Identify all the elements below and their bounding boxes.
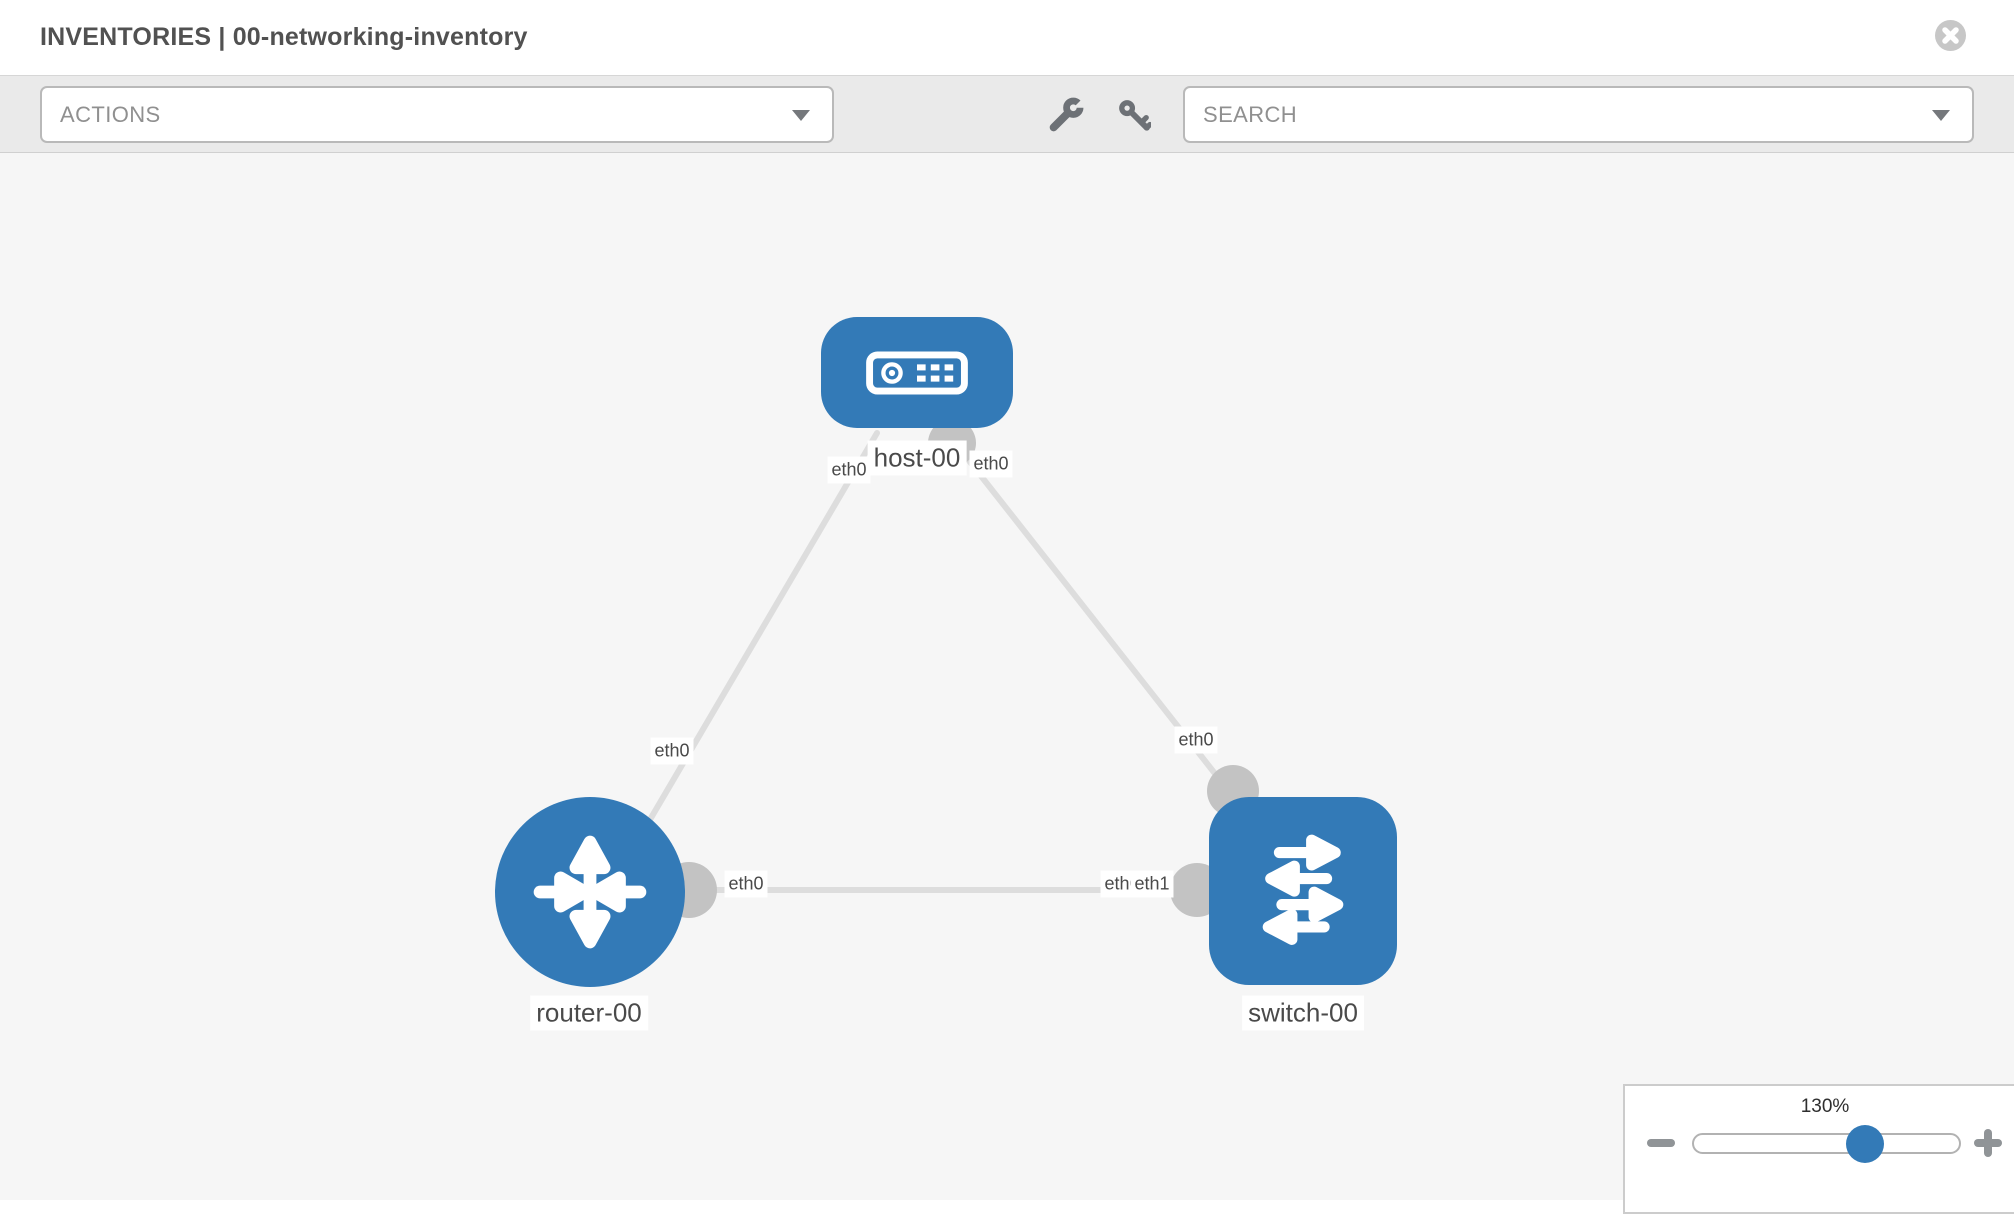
search-dropdown-label: SEARCH	[1203, 102, 1298, 127]
chevron-down-icon	[1932, 110, 1950, 121]
chevron-down-icon	[792, 110, 810, 121]
interface-label-router-right: eth0	[724, 870, 768, 898]
zoom-in-button[interactable]	[1970, 1125, 2006, 1161]
close-icon	[1942, 27, 1959, 44]
close-button[interactable]	[1935, 20, 1966, 51]
zoom-value: 130%	[1800, 1096, 1850, 1117]
router-icon	[533, 835, 647, 949]
zoom-panel: 130%	[1623, 1084, 2014, 1214]
interface-label-host-right: eth0	[969, 450, 1013, 478]
interface-label-switch-left: eth1	[1130, 870, 1174, 898]
node-router-00[interactable]	[495, 797, 685, 987]
key-icon	[1119, 100, 1151, 131]
page-title: INVENTORIES | 00-networking-inventory	[40, 23, 528, 51]
wrench-icon	[1049, 97, 1084, 132]
node-label-host: host-00	[867, 440, 967, 476]
zoom-slider-thumb[interactable]	[1846, 1125, 1884, 1163]
topology-graph	[601, 419, 1259, 918]
key-button[interactable]	[1112, 88, 1156, 142]
plus-icon	[1984, 1129, 1992, 1157]
topology-canvas[interactable]: host-00 router-00 switch-00 eth0 eth0 et…	[0, 153, 2014, 1200]
breadcrumb-header: INVENTORIES | 00-networking-inventory	[0, 0, 2014, 75]
node-host-00[interactable]	[821, 317, 1013, 428]
interface-label-router-upper: eth0	[650, 737, 694, 765]
actions-dropdown-label: ACTIONS	[60, 102, 161, 127]
node-label-switch: switch-00	[1242, 995, 1364, 1031]
zoom-slider-track[interactable]	[1692, 1133, 1961, 1154]
search-dropdown[interactable]: SEARCH	[1183, 86, 1974, 143]
actions-dropdown[interactable]: ACTIONS	[40, 86, 834, 143]
interface-label-host-left: eth0	[827, 456, 871, 484]
host-icon	[866, 350, 968, 395]
zoom-out-button[interactable]	[1647, 1139, 1675, 1147]
node-label-router: router-00	[530, 995, 648, 1031]
node-switch-00[interactable]	[1209, 797, 1397, 985]
toolbar: ACTIONS SEARCH	[0, 75, 2014, 153]
interface-label-switch-upper: eth0	[1174, 726, 1218, 754]
configure-button[interactable]	[1044, 88, 1088, 142]
switch-icon	[1262, 834, 1344, 945]
